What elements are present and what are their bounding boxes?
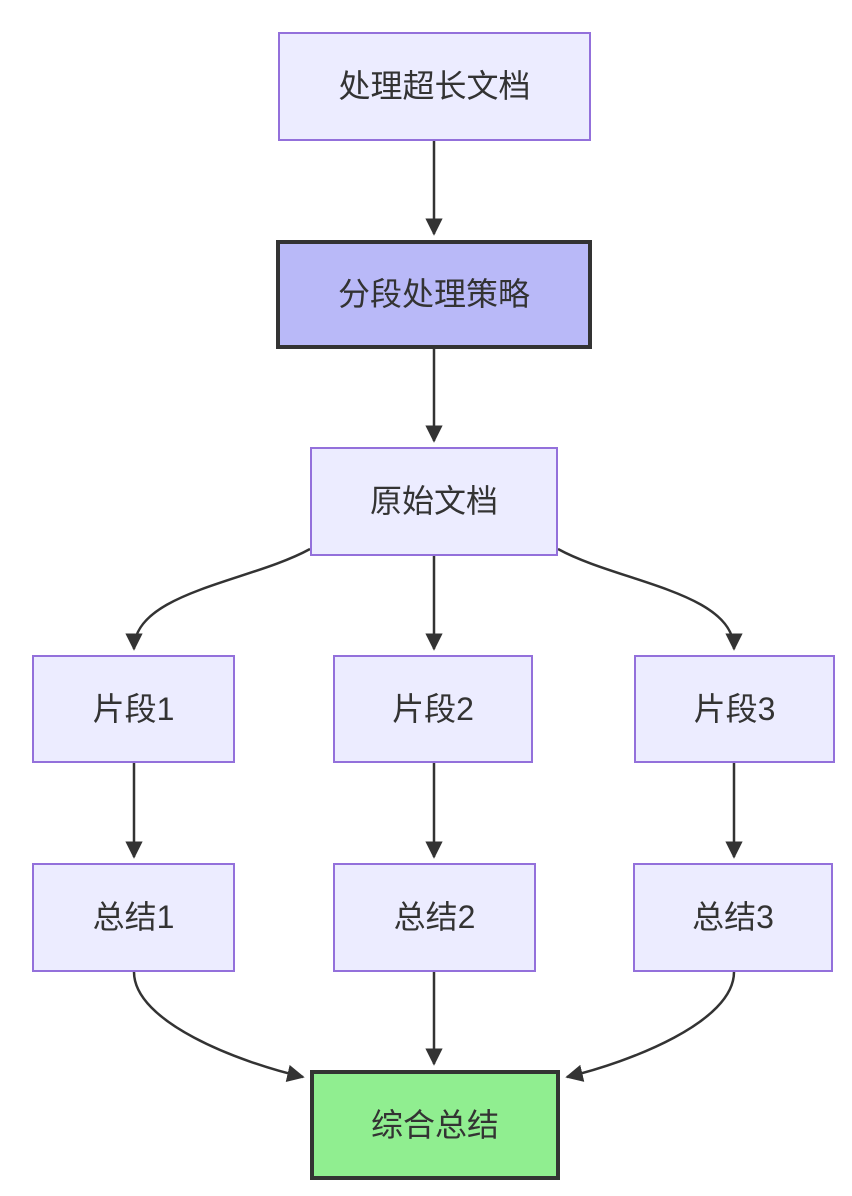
node-summary2-label: 总结2: [393, 899, 476, 936]
node-summary2: 总结2: [333, 863, 536, 972]
edge-source-to-chunk1: [125, 547, 311, 651]
node-chunk2: 片段2: [333, 655, 533, 763]
node-task-label: 处理超长文档: [338, 68, 531, 105]
node-source-label: 原始文档: [369, 483, 498, 520]
node-strategy: 分段处理策略: [276, 240, 592, 349]
node-summary1: 总结1: [32, 863, 235, 972]
node-summary1-label: 总结1: [92, 899, 175, 936]
node-chunk1-label: 片段1: [92, 690, 175, 727]
node-final: 综合总结: [310, 1070, 560, 1180]
node-summary3-label: 总结3: [692, 899, 774, 936]
node-task: 处理超长文档: [278, 32, 591, 141]
edge-summary3-to-final: [565, 971, 736, 1082]
edge-source-to-chunk3: [557, 547, 743, 651]
edge-summary1-to-final: [132, 971, 305, 1082]
node-final-label: 综合总结: [370, 1106, 499, 1143]
node-chunk3-label: 片段3: [693, 690, 776, 727]
node-chunk1: 片段1: [32, 655, 235, 763]
node-source: 原始文档: [310, 447, 558, 556]
node-summary3: 总结3: [633, 863, 833, 972]
node-strategy-label: 分段处理策略: [337, 276, 530, 313]
node-chunk2-label: 片段2: [392, 690, 474, 727]
node-chunk3: 片段3: [634, 655, 835, 763]
